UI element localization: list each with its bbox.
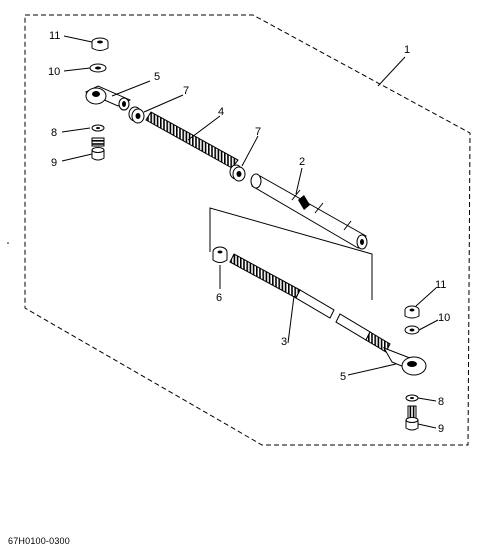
washer-8-upper xyxy=(91,124,105,132)
callout-9-lower: 9 xyxy=(438,423,444,435)
callout-5-lower: 5 xyxy=(340,371,346,383)
callout-6: 6 xyxy=(216,292,222,304)
callout-11-lower: 11 xyxy=(435,279,446,291)
jam-nut-7-middle xyxy=(229,164,246,182)
callout-7-middle: 7 xyxy=(255,126,261,138)
callout-10-lower: 10 xyxy=(438,312,450,324)
callout-labels: 1 2 3 4 5 5 6 7 7 8 8 9 9 10 10 11 11 xyxy=(48,30,450,435)
threaded-rod-4 xyxy=(145,111,239,169)
callout-1: 1 xyxy=(404,44,410,56)
threaded-rod-3 xyxy=(229,253,391,353)
nut-11-upper xyxy=(91,37,109,51)
stray-dot xyxy=(7,242,9,244)
bolt-9-upper xyxy=(91,137,105,161)
callout-11-upper: 11 xyxy=(49,30,60,42)
washer-10-upper xyxy=(89,63,107,73)
nut-6 xyxy=(212,246,228,263)
callout-5-upper: 5 xyxy=(154,71,160,83)
nut-11-lower xyxy=(404,305,420,319)
callout-10-upper: 10 xyxy=(48,66,60,78)
callout-8-lower: 8 xyxy=(438,396,444,408)
tube-2 xyxy=(250,173,368,250)
leader-lines xyxy=(61,35,439,429)
bolt-9-lower xyxy=(405,405,419,431)
callout-3: 3 xyxy=(281,336,287,348)
washer-8-lower xyxy=(405,394,419,402)
assembly-leader-bracket xyxy=(209,207,373,300)
ball-joint-5-upper xyxy=(84,85,132,111)
callout-8-upper: 8 xyxy=(51,127,57,139)
callout-4: 4 xyxy=(218,106,224,118)
jam-nut-7-upper xyxy=(128,106,145,124)
callout-9-upper: 9 xyxy=(51,157,57,169)
ball-joint-5-lower xyxy=(382,347,427,376)
washer-10-lower xyxy=(404,325,420,335)
diagram-part-code: 67H0100-0300 xyxy=(8,536,70,546)
assembly-boundary xyxy=(24,14,471,446)
callout-7-upper: 7 xyxy=(183,85,189,97)
callout-2: 2 xyxy=(299,156,305,168)
